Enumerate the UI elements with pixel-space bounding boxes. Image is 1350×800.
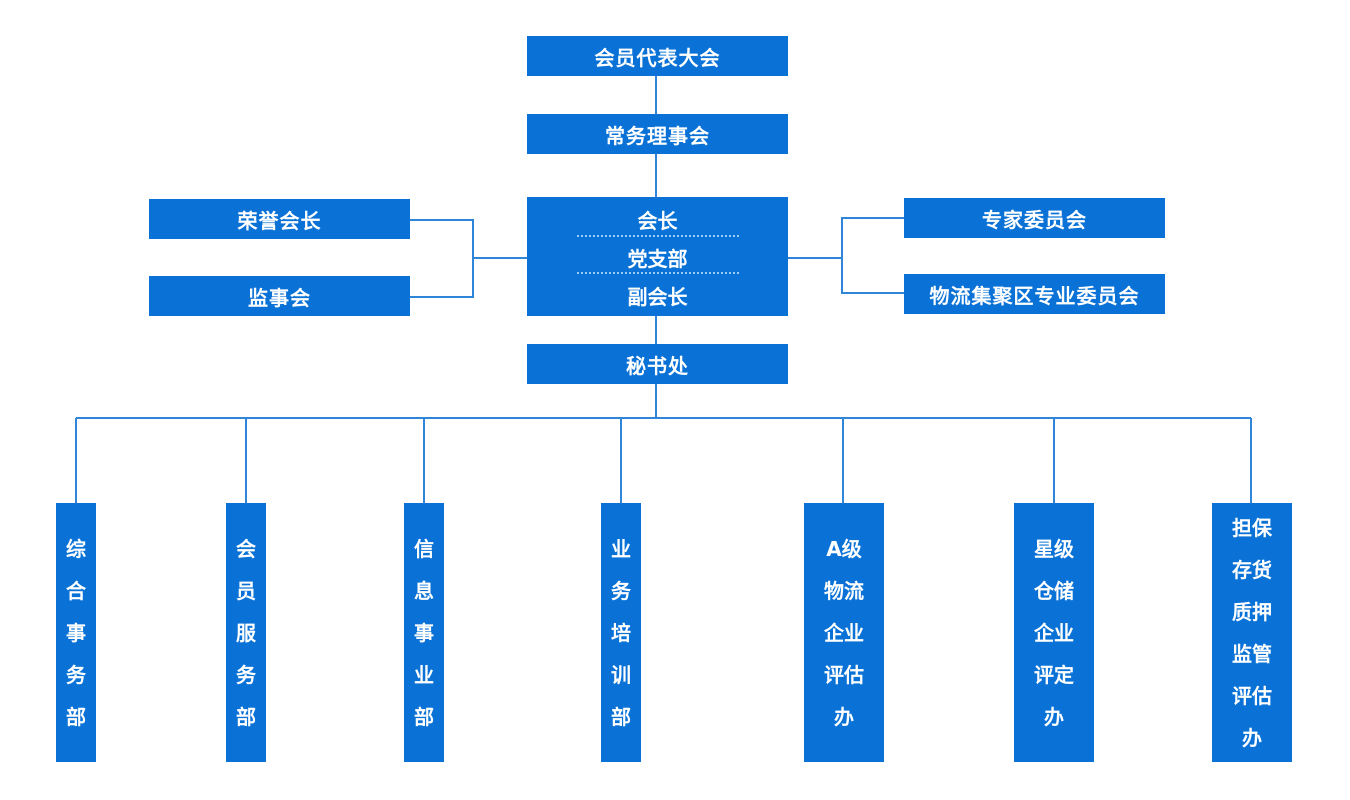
secretariat-box: 秘书处: [527, 344, 788, 384]
department-line: A级: [826, 536, 862, 561]
department-char: 部: [66, 704, 86, 729]
department-line: 质押: [1232, 599, 1272, 624]
department-box: A级 物流 企业 评估 办: [804, 503, 884, 762]
department-char: 务: [611, 578, 631, 603]
department-char: 部: [414, 704, 434, 729]
department-char: 息: [414, 578, 434, 603]
president-label: 会长: [637, 209, 678, 233]
council-box: 常务理事会: [527, 114, 788, 154]
department-line: 监管: [1232, 641, 1272, 666]
department-box: 综 合 事 务 部: [56, 503, 96, 762]
department-char: 事: [414, 620, 434, 645]
department-box: 信 息 事 业 部: [404, 503, 444, 762]
department-box: 会 员 服 务 部: [226, 503, 266, 762]
department-line: 企业: [824, 620, 864, 645]
department-char: 会: [236, 536, 256, 561]
department-char: 信: [414, 536, 434, 561]
department-box: 业 务 培 训 部: [601, 503, 641, 762]
honorary-president-label: 荣誉会长: [237, 208, 322, 233]
department-line: 星级: [1034, 536, 1074, 561]
department-line: 评估: [824, 662, 864, 687]
department-line: 担保: [1232, 515, 1272, 540]
dotted-divider: [577, 235, 739, 237]
department-char: 训: [611, 662, 631, 687]
expert-committee-box: 专家委员会: [904, 198, 1165, 238]
department-box: 星级 仓储 企业 评定 办: [1014, 503, 1094, 762]
department-char: 务: [236, 662, 256, 687]
department-line: 企业: [1034, 620, 1074, 645]
assembly-label: 会员代表大会: [594, 45, 721, 70]
supervisory-board-label: 监事会: [248, 285, 311, 310]
logistics-cluster-committee-label: 物流集聚区专业委员会: [929, 283, 1140, 308]
department-char: 服: [236, 620, 256, 645]
supervisory-board-box: 监事会: [149, 276, 410, 316]
department-char: 务: [66, 662, 86, 687]
leadership-box: 会长 党支部 副会长: [527, 197, 788, 316]
dotted-divider: [577, 272, 739, 274]
party-branch-label: 党支部: [627, 247, 688, 271]
department-char: 综: [66, 536, 86, 561]
department-line: 评估: [1232, 683, 1272, 708]
secretariat-label: 秘书处: [626, 353, 689, 378]
department-line: 物流: [824, 578, 864, 603]
department-char: 合: [66, 578, 86, 603]
department-line: 存货: [1232, 557, 1272, 582]
department-line: 办: [834, 704, 854, 729]
department-line: 评定: [1034, 662, 1074, 687]
department-line: 办: [1044, 704, 1064, 729]
assembly-box: 会员代表大会: [527, 36, 788, 76]
department-char: 事: [66, 620, 86, 645]
honorary-president-box: 荣誉会长: [149, 199, 410, 239]
department-line: 仓储: [1034, 578, 1074, 603]
department-char: 员: [236, 578, 256, 603]
logistics-cluster-committee-box: 物流集聚区专业委员会: [904, 274, 1165, 314]
department-char: 部: [611, 704, 631, 729]
council-label: 常务理事会: [605, 123, 710, 148]
department-char: 业: [414, 662, 434, 687]
department-box: 担保 存货 质押 监管 评估 办: [1212, 503, 1292, 762]
vice-president-label: 副会长: [627, 285, 688, 309]
department-line: 办: [1242, 725, 1262, 750]
expert-committee-label: 专家委员会: [982, 207, 1087, 232]
department-char: 培: [611, 620, 631, 645]
department-char: 业: [611, 536, 631, 561]
department-char: 部: [236, 704, 256, 729]
